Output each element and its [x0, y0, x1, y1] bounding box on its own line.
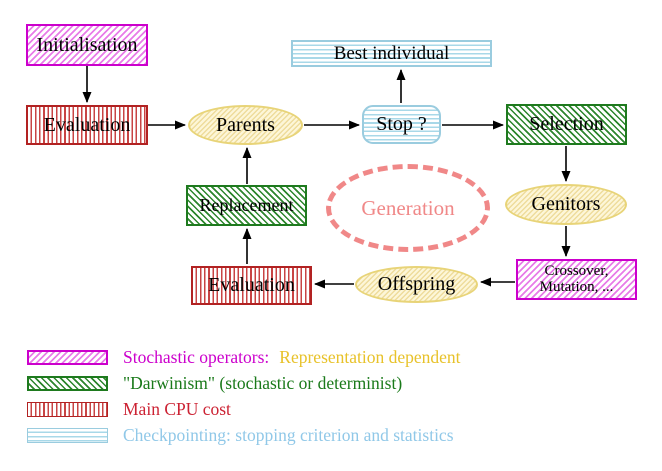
- legend-label-darwinism: "Darwinism" (stochastic or determinist): [123, 373, 403, 393]
- node-stop: Stop ?: [362, 105, 441, 144]
- node-evaluation-bottom-label: Evaluation: [208, 274, 295, 296]
- node-evaluation-top-label: Evaluation: [43, 113, 131, 136]
- node-offspring: Offspring: [355, 266, 478, 303]
- node-stop-label: Stop ?: [376, 113, 427, 135]
- node-offspring-label: Offspring: [377, 273, 456, 295]
- crossover-line2: Mutation, ...: [539, 278, 614, 295]
- legend-label-representation-dependent: Representation dependent: [279, 347, 461, 367]
- node-generation-label: Generation: [361, 195, 455, 220]
- node-evaluation-top: Evaluation: [26, 105, 148, 145]
- node-parents: Parents: [188, 105, 303, 145]
- legend-label-stochastic-operators: Stochastic operators:: [123, 347, 270, 367]
- node-replacement: Replacement: [186, 185, 307, 226]
- legend-swatch-magenta-hatch: [27, 350, 108, 365]
- legend-row-main-cpu-cost: Main CPU cost: [27, 399, 231, 420]
- node-best-individual-label: Best individual: [333, 42, 450, 64]
- legend-row-stochastic-operators: Stochastic operators: Representation dep…: [27, 347, 461, 368]
- node-initialisation: Initialisation: [26, 24, 148, 66]
- node-crossover-mutation: Crossover, Mutation, ...: [516, 259, 637, 300]
- node-initialisation-label: Initialisation: [36, 33, 138, 56]
- legend-row-darwinism: "Darwinism" (stochastic or determinist): [27, 373, 402, 394]
- node-genitors-label: Genitors: [531, 193, 601, 215]
- legend-swatch-red-stripes: [27, 402, 108, 417]
- node-generation-cycle: Generation: [326, 164, 490, 252]
- node-replacement-label: Replacement: [199, 195, 294, 216]
- legend-swatch-green-hatch: [27, 376, 108, 391]
- node-genitors: Genitors: [505, 184, 627, 225]
- node-best-individual: Best individual: [291, 40, 492, 67]
- legend-swatch-cyan-stripes: [27, 428, 108, 443]
- node-evaluation-bottom: Evaluation: [191, 266, 312, 305]
- legend-label-checkpointing: Checkpointing: stopping criterion and st…: [123, 425, 454, 445]
- node-selection: Selection: [506, 104, 627, 145]
- crossover-line1: Crossover,: [544, 262, 609, 279]
- node-parents-label: Parents: [216, 113, 275, 136]
- legend-label-main-cpu-cost: Main CPU cost: [123, 399, 231, 419]
- legend-row-checkpointing: Checkpointing: stopping criterion and st…: [27, 425, 454, 446]
- node-crossover-mutation-label: Crossover, Mutation, ...: [539, 262, 614, 296]
- node-selection-label: Selection: [529, 113, 604, 135]
